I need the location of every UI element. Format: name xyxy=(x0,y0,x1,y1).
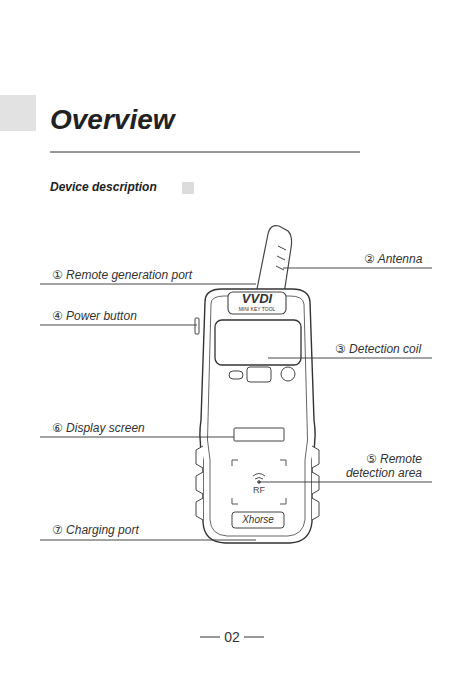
housing xyxy=(200,289,315,543)
section-heading: Device description xyxy=(50,180,157,194)
brand-badge xyxy=(232,512,284,528)
page-title: Overview xyxy=(50,104,175,136)
button xyxy=(229,371,243,379)
housing-inner xyxy=(207,296,307,536)
button xyxy=(247,367,271,382)
power-button xyxy=(195,318,199,334)
callout-label: ⑥ Display screen xyxy=(52,421,145,435)
page-dash xyxy=(244,637,264,638)
leader-lines xyxy=(40,268,432,540)
page-dash xyxy=(200,637,220,638)
display-screen xyxy=(234,428,284,441)
callout-label: ④ Power button xyxy=(52,309,137,323)
logo-subtext: MINI KEY TOOL xyxy=(228,306,286,312)
page-number: 02 xyxy=(222,629,242,645)
antenna xyxy=(256,226,292,294)
callout-label: ⑦ Charging port xyxy=(52,523,139,537)
side-grips xyxy=(196,446,319,520)
logo-badge xyxy=(228,292,286,314)
grey-mark xyxy=(182,182,194,194)
callout-label: ② Antenna xyxy=(364,252,422,266)
callout-label: ① Remote generation port xyxy=(52,268,192,282)
callout-label: ⑤ Remote detection area xyxy=(326,452,422,480)
side-tab xyxy=(0,95,36,131)
button xyxy=(281,367,295,381)
logo-text: VVDI xyxy=(236,292,278,306)
title-rule xyxy=(50,152,360,153)
rf-mark: RF xyxy=(249,485,269,495)
brand-text: Xhorse xyxy=(232,514,284,526)
callout-label: ③ Detection coil xyxy=(335,342,421,356)
